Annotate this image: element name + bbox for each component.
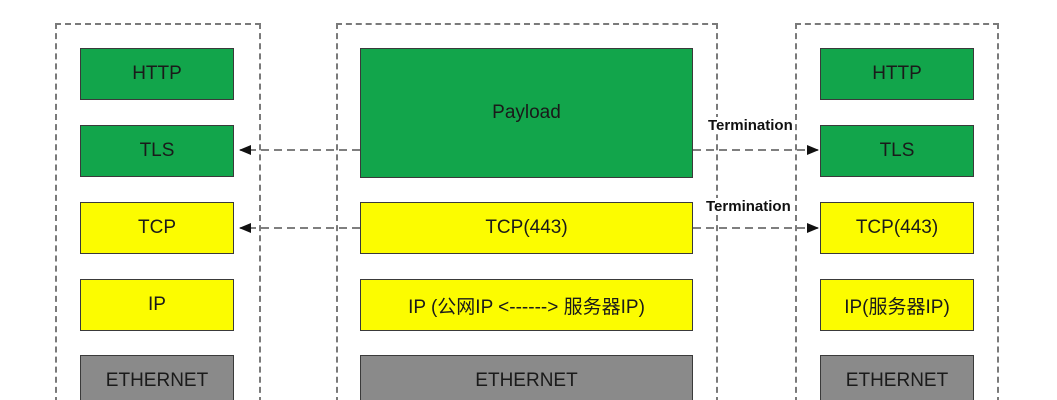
left-ethernet-box: ETHERNET [80,355,234,400]
right-ethernet-box: ETHERNET [820,355,974,400]
right-ip-box: IP(服务器IP) [820,279,974,331]
right-tls-box: TLS [820,125,974,177]
middle-payload-box: Payload [360,48,693,178]
middle-ethernet-box: ETHERNET [360,355,693,400]
tls-termination-label: Termination [706,117,795,134]
right-stack-group [795,23,999,400]
left-ip-box: IP [80,279,234,331]
left-tcp-box: TCP [80,202,234,254]
middle-ip-box: IP (公网IP <------> 服务器IP) [360,279,693,331]
tcp-termination-label: Termination [704,198,793,215]
left-http-box: HTTP [80,48,234,100]
right-tcp-box: TCP(443) [820,202,974,254]
middle-tcp-box: TCP(443) [360,202,693,254]
left-tls-box: TLS [80,125,234,177]
right-http-box: HTTP [820,48,974,100]
left-stack-group [55,23,261,400]
